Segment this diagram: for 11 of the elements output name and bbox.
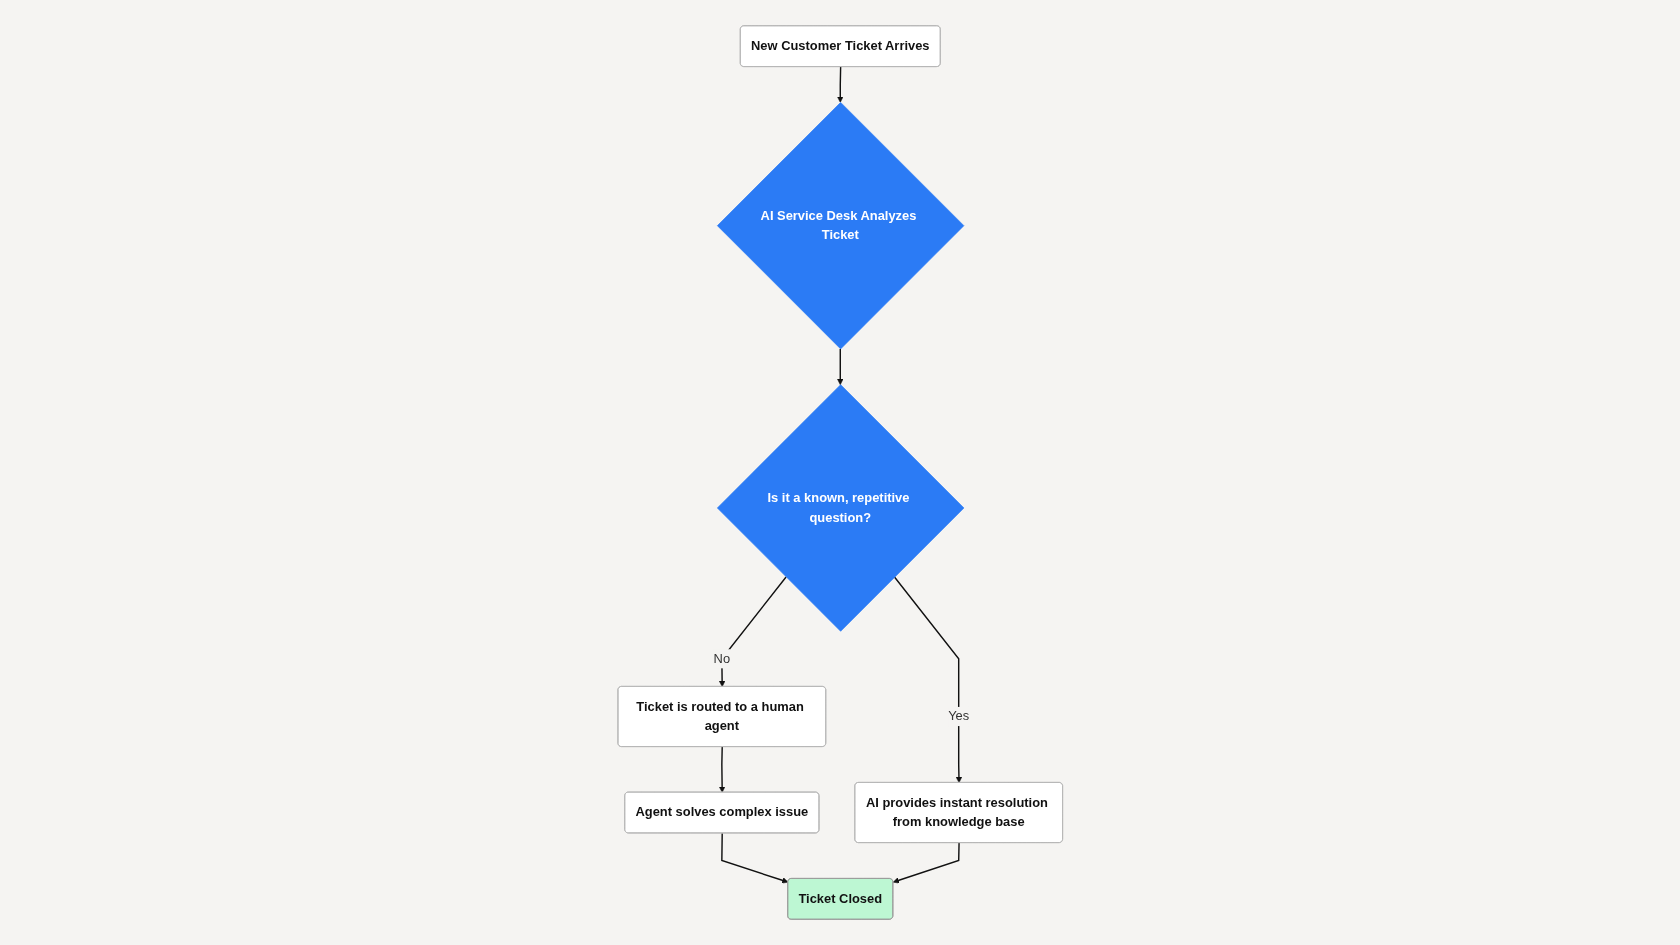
edge-label: Yes <box>947 708 969 724</box>
node-diamond: AI Service Desk Analyzes Ticket <box>716 102 964 350</box>
node-diamond: Is it a known, repetitive question? <box>716 384 964 632</box>
arrow <box>720 832 789 884</box>
arrow <box>836 348 844 385</box>
arrow <box>718 746 725 793</box>
arrow <box>718 576 787 688</box>
arrow <box>836 66 844 103</box>
arrow <box>893 576 962 784</box>
arrow <box>892 842 960 884</box>
edge-label: No <box>713 651 730 666</box>
